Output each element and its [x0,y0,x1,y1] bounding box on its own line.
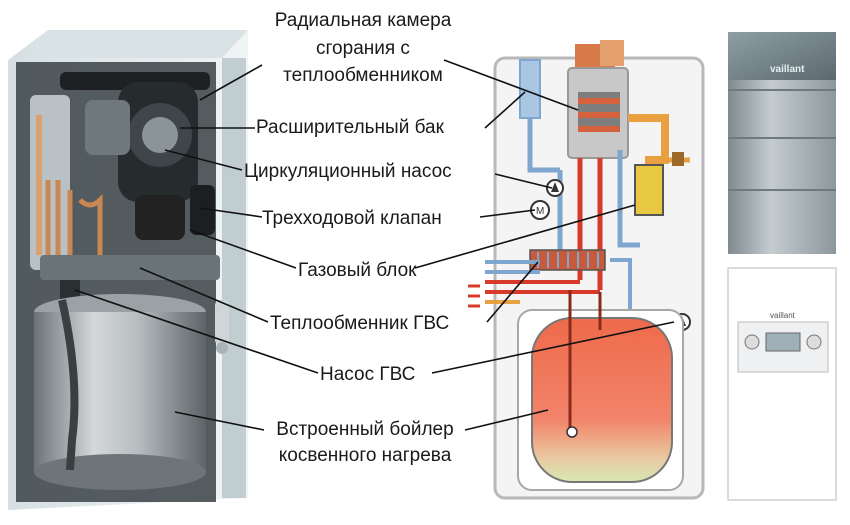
label-expansion-tank: Расширительный бак [256,117,444,138]
label-three-way-valve: Трехходовой клапан [262,208,442,229]
boiler-exterior-top: vaillant [728,32,836,254]
label-boiler-line1: Встроенный бойлер [276,419,454,440]
boiler-illustration [8,30,248,510]
schematic: M [468,40,705,500]
svg-text:vaillant: vaillant [770,311,796,320]
label-circulation-pump: Циркуляционный насос [244,161,452,182]
label-dhw-heat-exchanger: Теплообменник ГВС [270,313,450,334]
label-combustion-line3: теплообменником [283,65,443,86]
label-combustion-line1: Радиальная камера [274,10,452,31]
label-combustion-line2: сгорания с [316,38,410,59]
label-gas-block: Газовый блок [298,260,417,281]
label-boiler-line2: косвенного нагрева [278,445,452,466]
label-dhw-pump: Насос ГВС [320,364,416,385]
svg-text:vaillant: vaillant [770,64,805,75]
leader-lines [74,59,675,431]
boiler-exterior-bottom: vaillant [727,267,837,501]
svg-text:M: M [536,206,544,217]
